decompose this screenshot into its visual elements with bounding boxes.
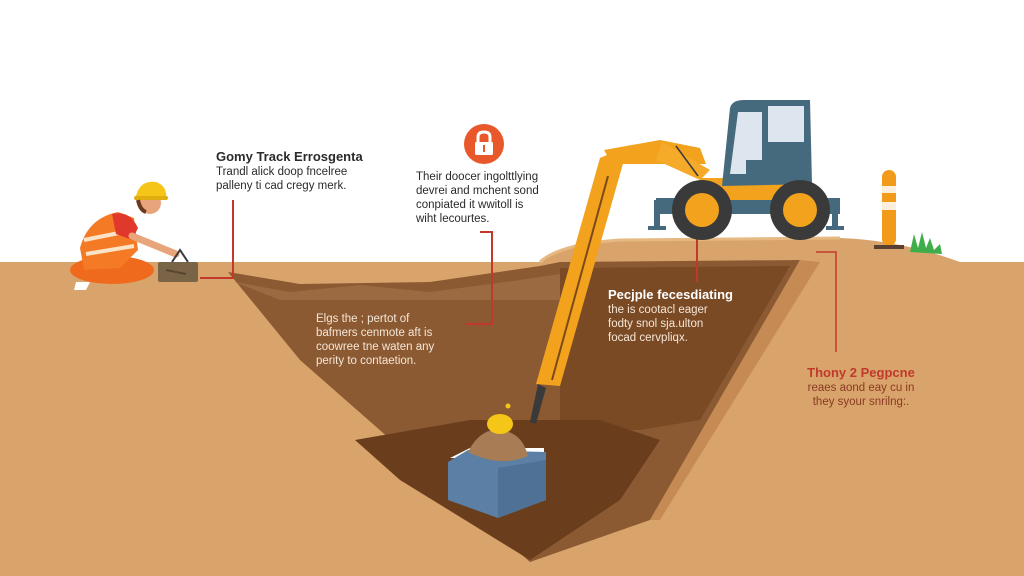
callout-pit-right-title: Pecjple fecesdiating — [608, 287, 733, 302]
excavator — [648, 100, 844, 240]
callout-pit-left-line: bafmers cenmote aft is — [316, 327, 433, 339]
gold-nugget — [487, 414, 513, 434]
callout-pit-right-line: the is cootacl eager — [608, 304, 708, 316]
callout-pit-left-line: Elgs the ; pertot of — [316, 313, 410, 325]
callout-worker-line: palleny ti cad cregy merk. — [216, 180, 347, 192]
callout-side-title: Thony 2 Pegpcne — [807, 365, 915, 380]
callout-pit-right-line: focad cervpliqx. — [608, 332, 688, 344]
callout-worker: Gomy Track Errosgenta Trandl alick doop … — [216, 150, 363, 193]
excavator-arm — [530, 140, 710, 424]
pit-inner — [560, 266, 790, 430]
callout-line-lock — [466, 231, 493, 325]
callout-side-line: they syour snrilng:. — [812, 396, 910, 408]
lock-icon — [475, 130, 493, 155]
callout-side-line: reaes aond eay cu in — [807, 382, 915, 394]
ground-mound — [540, 238, 960, 262]
container-box — [448, 403, 546, 518]
grass-tuft — [910, 232, 942, 254]
callout-pit-right-line: fodty snol sja.ulton — [608, 318, 704, 330]
callout-side: Thony 2 Pegpcne reaes aond eay cu in the… — [786, 366, 936, 409]
callout-lock: Their doocer ingolttlying devrei and mch… — [416, 170, 539, 226]
safety-bollard — [874, 170, 904, 249]
callout-lock-line: Their doocer ingolttlying — [416, 171, 539, 183]
callout-pit-left-line: coowree tne waten any — [316, 341, 435, 353]
toolbox-icon — [158, 248, 198, 282]
callout-worker-line: Trandl alick doop fncelree — [216, 166, 348, 178]
lock-badge — [464, 124, 504, 164]
callout-line-worker — [200, 200, 234, 279]
worker-figure — [70, 181, 180, 290]
callout-lock-line: conpiated it wwitoll is — [416, 199, 524, 211]
callout-pit-left-line: perity to contaetion. — [316, 355, 417, 367]
callout-lock-line: devrei and mchent sond — [416, 185, 539, 197]
callout-line-side — [816, 251, 837, 352]
callout-lock-line: wiht lecourtes. — [416, 213, 490, 225]
callout-pit-left: Elgs the ; pertot of bafmers cenmote aft… — [316, 312, 434, 368]
callout-pit-right: Pecjple fecesdiating the is cootacl eage… — [608, 288, 733, 345]
callout-worker-title: Gomy Track Errosgenta — [216, 149, 363, 164]
